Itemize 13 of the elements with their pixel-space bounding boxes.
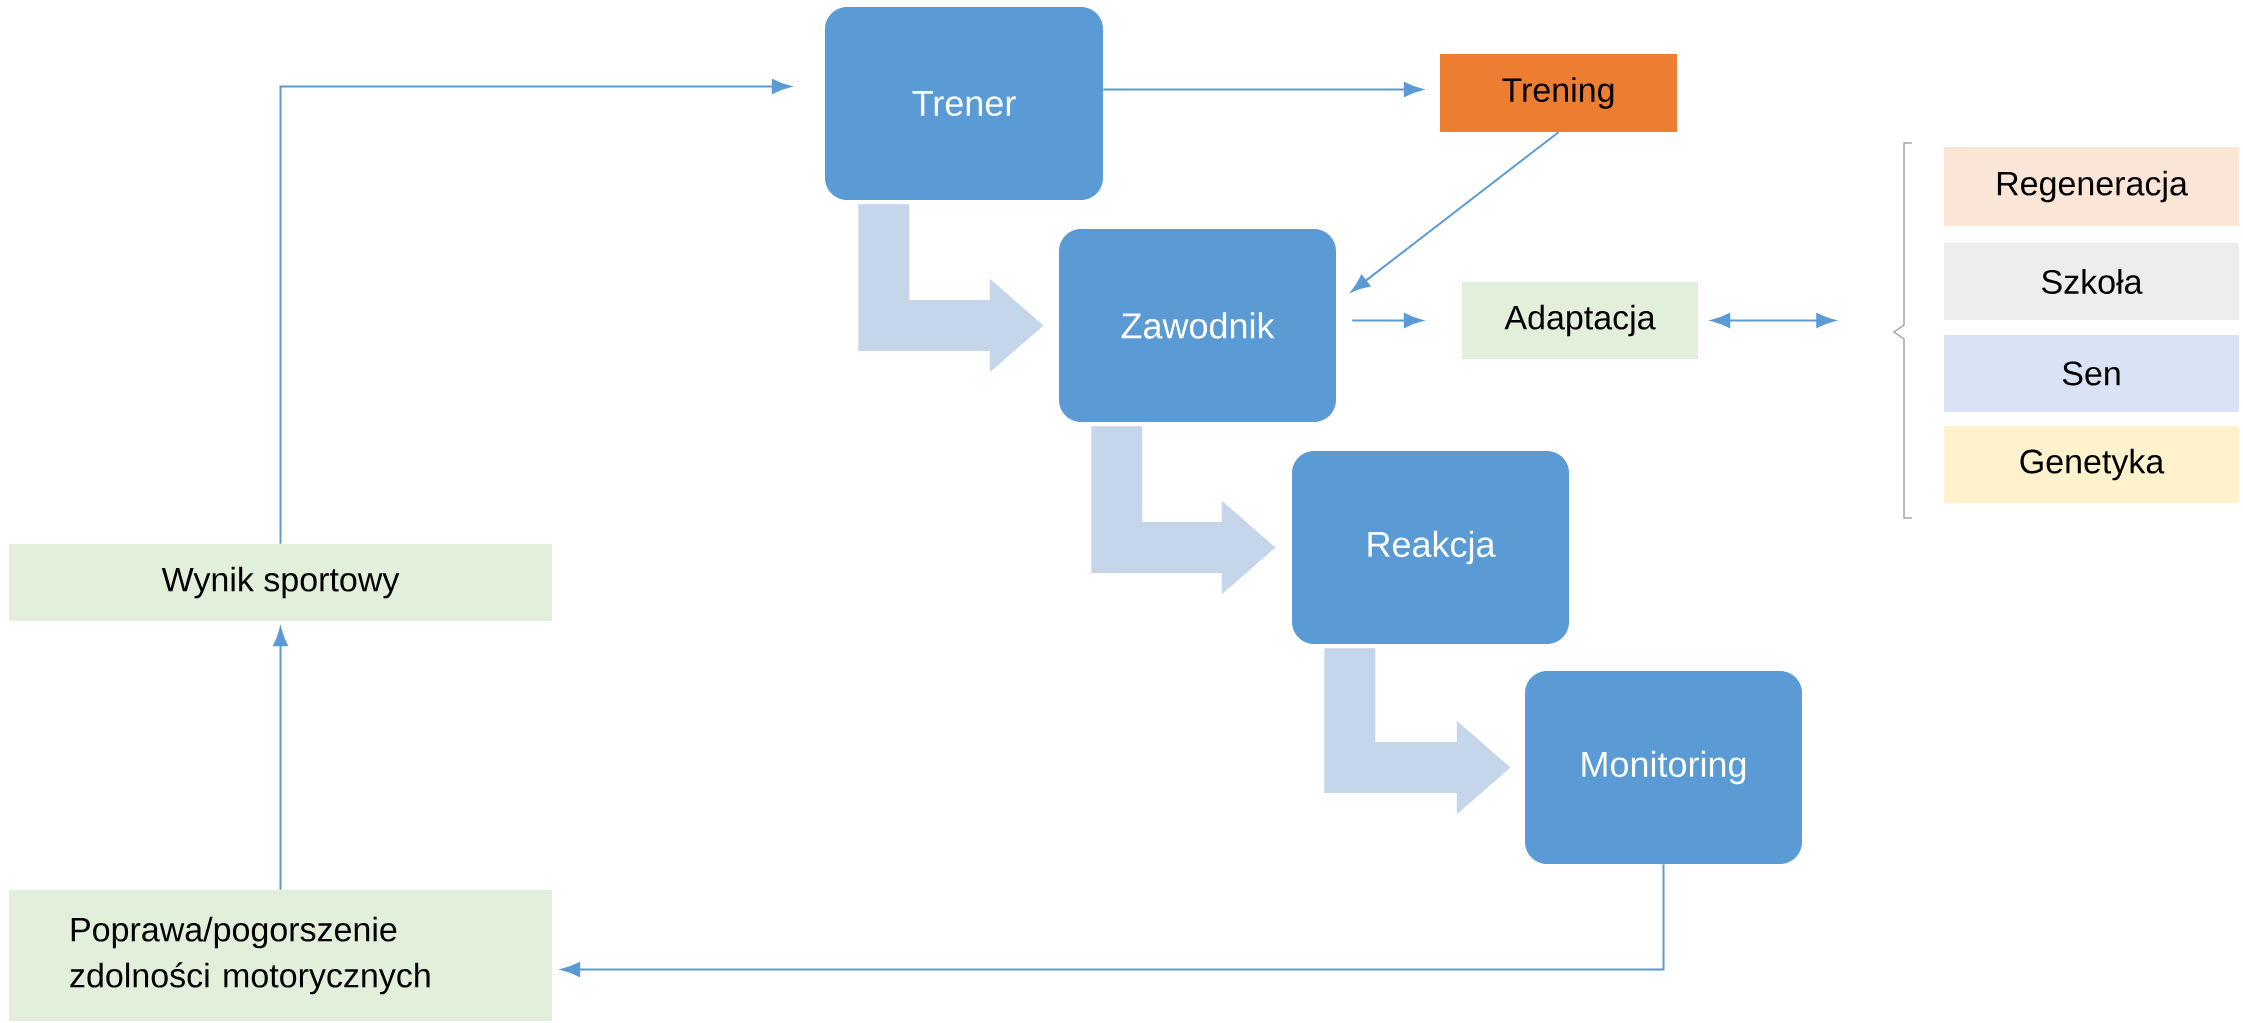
label-box: Wynik sportowy: [9, 544, 552, 621]
label-box: Regeneracja: [1944, 147, 2240, 226]
label-box: Adaptacja: [1462, 282, 1698, 359]
label-box: Poprawa/pogorszenie zdolności motorycznych: [9, 890, 552, 1021]
label-box: Trening: [1440, 54, 1677, 132]
process-box: Reakcja: [1292, 451, 1569, 644]
label-box: Szkoła: [1944, 243, 2240, 320]
label-box: Genetyka: [1944, 426, 2240, 503]
label-box: Sen: [1944, 335, 2240, 412]
process-box: Trener: [825, 7, 1103, 200]
process-box: Monitoring: [1525, 671, 1802, 864]
arrow: [1351, 131, 1560, 293]
process-box: Zawodnik: [1059, 229, 1336, 422]
